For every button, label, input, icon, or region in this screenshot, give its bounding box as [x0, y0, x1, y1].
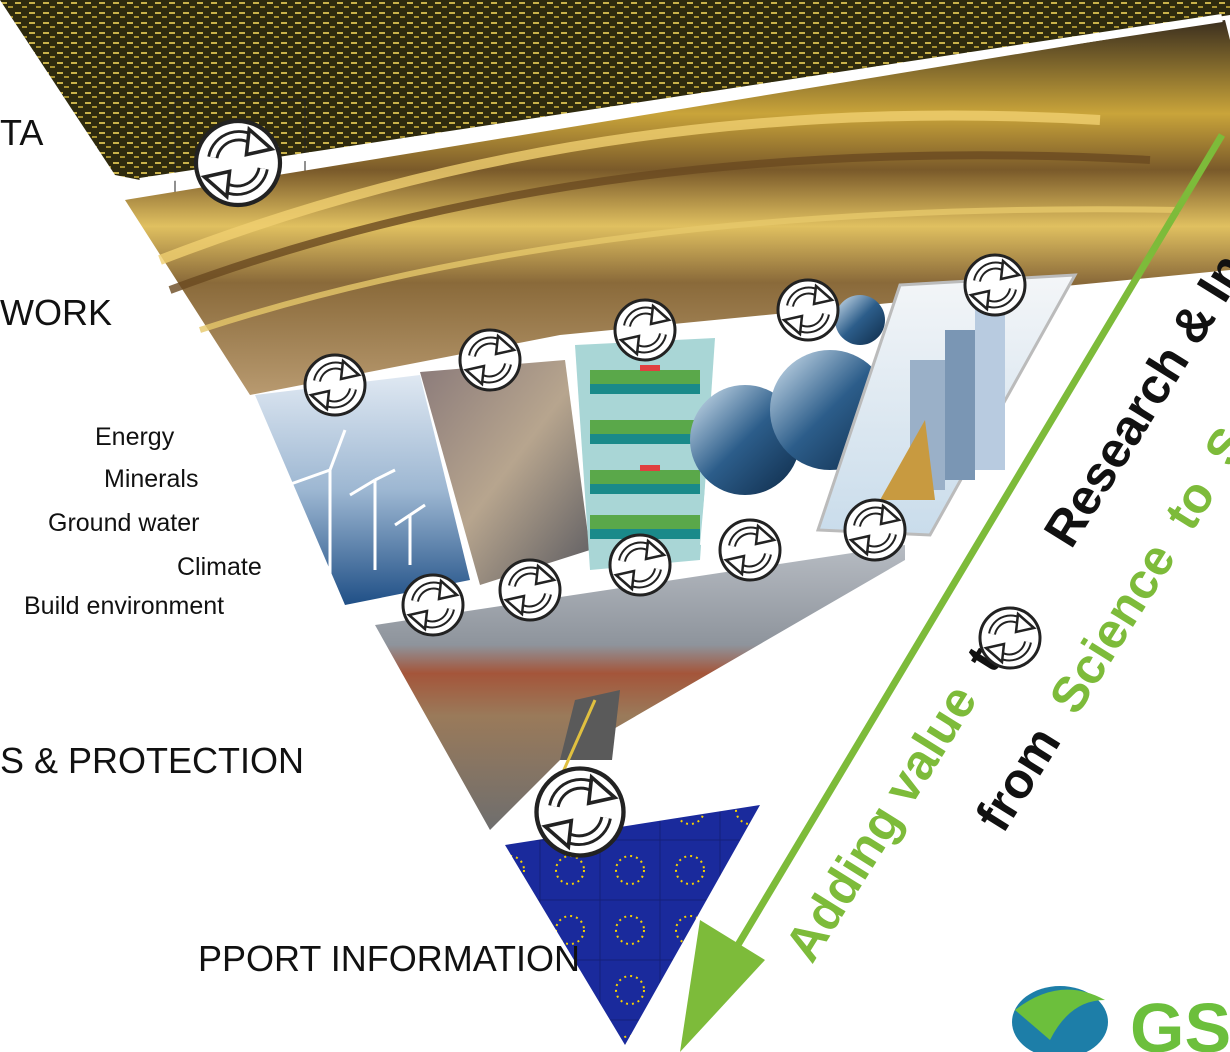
level-label-data: TA	[0, 112, 44, 153]
energy-panel	[255, 375, 470, 605]
refresh-icon	[403, 575, 463, 635]
groundwater-panel	[575, 338, 715, 570]
level-label-framework: WORK	[0, 292, 112, 333]
level-label-support: PPORT INFORMATION	[198, 938, 581, 979]
eu-flag-tip	[505, 805, 760, 1045]
theme-panels	[255, 273, 1078, 605]
refresh-icon	[720, 520, 780, 580]
refresh-icon	[615, 300, 675, 360]
refresh-icon	[500, 560, 560, 620]
refresh-icon	[965, 255, 1025, 315]
refresh-icon	[305, 355, 365, 415]
refresh-icon	[845, 500, 905, 560]
theme-item: Minerals	[104, 465, 199, 493]
theme-item: Build environment	[24, 592, 225, 620]
wind-turbines	[259, 429, 426, 580]
arrow-text-adding: Adding value	[774, 675, 988, 971]
arrow-head	[680, 920, 765, 1052]
earth-globe-3	[835, 295, 885, 345]
arrow-text-from: from	[965, 717, 1071, 841]
theme-item: Energy	[95, 423, 175, 451]
refresh-icon	[460, 330, 520, 390]
logo-text: GS	[1130, 989, 1230, 1052]
separator-line	[139, 14, 1223, 186]
level-label-protection: S & PROTECTION	[0, 740, 305, 781]
protection-road-band	[375, 545, 905, 830]
arrow-text-society: Soci	[1193, 356, 1230, 475]
theme-item: Climate	[177, 553, 262, 581]
gs-logo: GS	[1012, 986, 1230, 1052]
arrow-text-to-green: to	[1153, 469, 1226, 539]
inline-refresh-icon	[980, 608, 1040, 668]
refresh-icon	[610, 535, 670, 595]
refresh-icon	[778, 280, 838, 340]
refresh-icon	[537, 769, 624, 856]
building-icons	[880, 300, 1005, 500]
framework-rock-band	[125, 20, 1230, 395]
theme-item: Ground water	[48, 509, 200, 537]
minerals-panel	[420, 360, 590, 585]
refresh-icon	[196, 121, 280, 205]
arrow-text-science: Science	[1039, 533, 1187, 723]
value-arrow	[680, 133, 1226, 1052]
